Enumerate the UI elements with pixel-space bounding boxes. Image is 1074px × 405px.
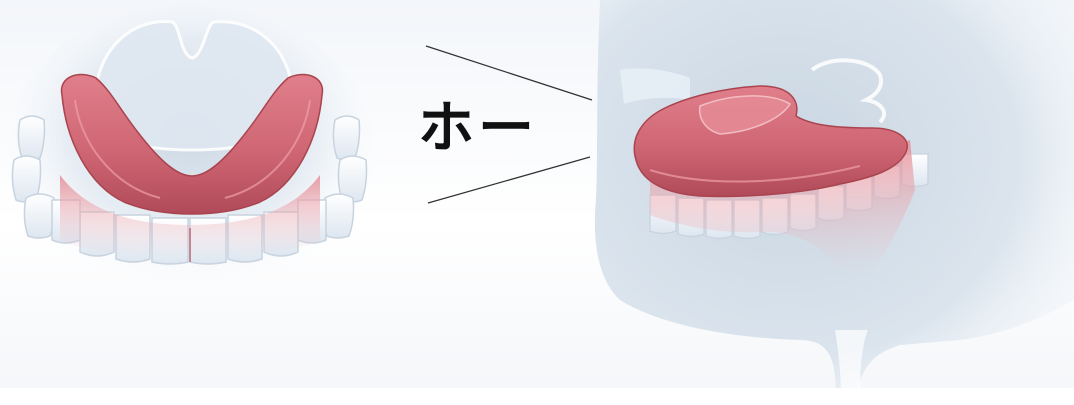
bottom-band <box>0 388 1074 405</box>
head-side-view <box>595 0 1074 405</box>
tongue-front-view <box>5 5 375 295</box>
caption-text: ホー <box>418 84 568 174</box>
